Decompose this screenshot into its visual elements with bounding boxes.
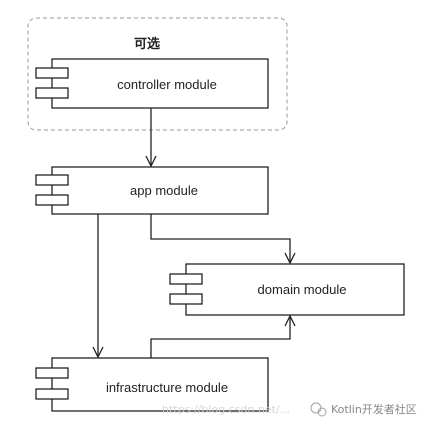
infrastructure-module-label: infrastructure module [106, 380, 228, 395]
component-icon [169, 293, 203, 305]
component-icon [35, 367, 69, 379]
controller-module-label: controller module [117, 77, 217, 92]
arrow-app-to-domain [150, 214, 290, 263]
infrastructure-module: infrastructure module [35, 357, 269, 412]
domain-module: domain module [169, 263, 405, 316]
app-module-box [51, 166, 269, 215]
watermark: https://blog.csdn.net/... Kotlin开发者社区 [162, 402, 417, 417]
watermark-source: Kotlin开发者社区 [331, 402, 417, 416]
app-module-label: app module [130, 183, 198, 198]
component-icon [35, 174, 69, 186]
watermark-url: https://blog.csdn.net/... [162, 403, 290, 416]
optional-group: 可选 [27, 17, 288, 131]
optional-group-border [27, 17, 288, 131]
domain-module-label: domain module [258, 282, 347, 297]
controller-module: controller module [35, 58, 269, 109]
component-icon [35, 67, 69, 79]
wechat-icon [310, 402, 327, 417]
arrow-infrastructure-to-domain [150, 316, 290, 358]
optional-group-label: 可选 [134, 36, 160, 52]
domain-module-box [185, 263, 405, 316]
component-icon [35, 388, 69, 400]
component-icon [169, 273, 203, 285]
infrastructure-module-box [51, 357, 269, 412]
component-icon [35, 87, 69, 99]
controller-module-box [51, 58, 269, 109]
app-module: app module [35, 166, 269, 215]
component-icon [35, 194, 69, 206]
